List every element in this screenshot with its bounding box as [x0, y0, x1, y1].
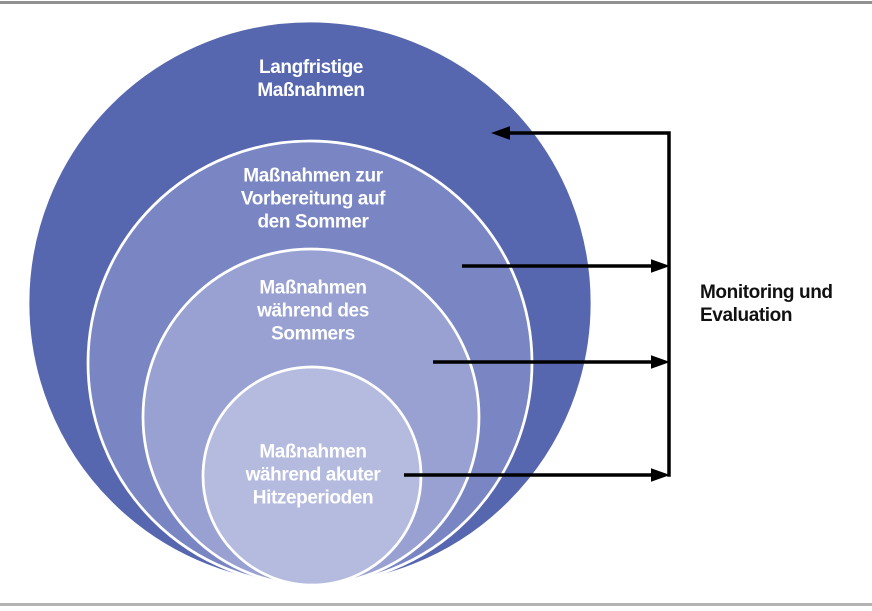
- arrowhead-into-long-term: [491, 126, 510, 140]
- label-line: den Sommer: [257, 211, 369, 233]
- label-line: Maßnahmen: [259, 277, 367, 299]
- top-border-rule: [0, 1, 872, 4]
- label-line: Evaluation: [700, 305, 793, 326]
- label-langfristige-massnahmen: Langfristige Maßnahmen: [257, 56, 365, 102]
- bottom-border-rule: [0, 603, 872, 606]
- arrowhead-from-acute-heat: [651, 468, 670, 482]
- arrowhead-from-preparation: [651, 259, 670, 273]
- label-line: Sommers: [271, 323, 355, 345]
- label-vorbereitung-auf-den-sommer: Maßnahmen zur Vorbereitung auf den Somme…: [240, 165, 386, 234]
- monitoring-evaluation-label: Monitoring und Evaluation: [700, 281, 833, 327]
- arrowhead-from-during-summer: [651, 355, 670, 369]
- label-line: während akuter: [245, 464, 381, 486]
- label-line: Maßnahmen: [257, 80, 365, 101]
- label-akute-hitzeperioden: Maßnahmen während akuter Hitzeperioden: [246, 441, 381, 510]
- label-line: Langfristige: [259, 57, 363, 78]
- label-line: Vorbereitung auf: [240, 188, 386, 210]
- label-line: Maßnahmen zur: [243, 165, 383, 187]
- label-line: Maßnahmen: [259, 441, 367, 463]
- label-line: Monitoring und: [700, 282, 833, 303]
- label-line: während des: [257, 300, 369, 322]
- label-waehrend-des-sommers: Maßnahmen während des Sommers: [257, 277, 369, 346]
- label-line: Hitzeperioden: [252, 487, 374, 509]
